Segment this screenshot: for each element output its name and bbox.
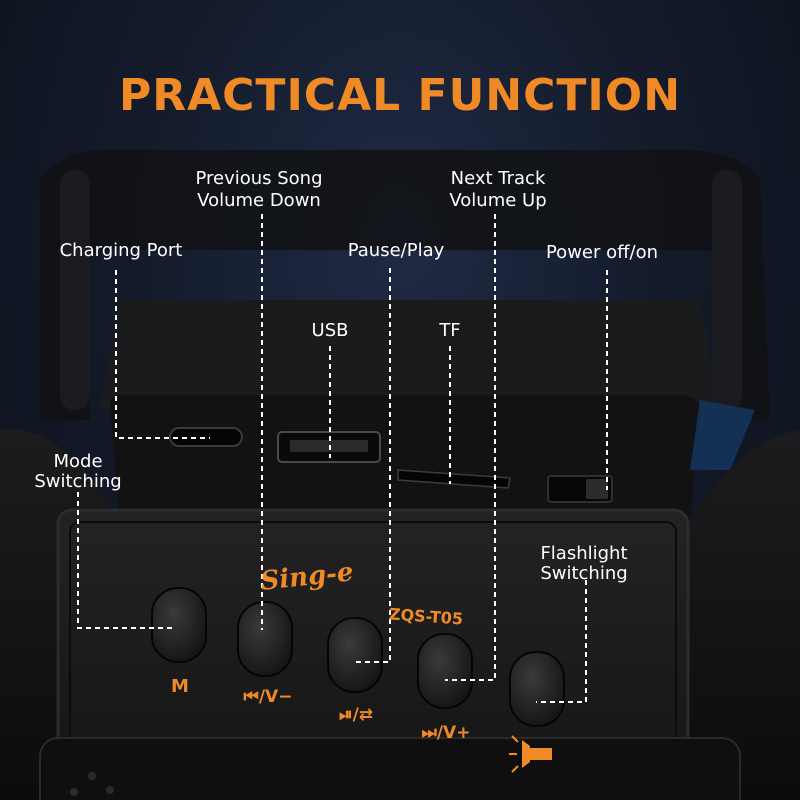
- label-pause-play: Pause/Play: [347, 240, 445, 261]
- label-charging-port: Charging Port: [59, 240, 183, 261]
- label-flashlight-switching: Flashlight Switching: [530, 544, 638, 584]
- label-flashlight-line2: Switching: [540, 563, 628, 584]
- tf-slot: [397, 469, 511, 489]
- port-panel: [110, 395, 700, 525]
- flashlight-button[interactable]: [509, 651, 565, 727]
- prev-button[interactable]: [237, 601, 293, 677]
- label-mode-line2: Switching: [34, 471, 122, 492]
- label-power: Power off/on: [545, 242, 659, 263]
- mode-button[interactable]: [151, 587, 207, 663]
- label-flashlight-line1: Flashlight: [540, 543, 628, 564]
- speaker-grille: [39, 737, 741, 800]
- play-pause-button[interactable]: [327, 617, 383, 693]
- label-usb: USB: [311, 320, 349, 341]
- mode-button-label: M: [171, 676, 189, 697]
- label-previous-song: Previous Song Volume Down: [178, 168, 340, 212]
- label-next-track: Next Track Volume Up: [432, 168, 564, 212]
- handle-grip-left: [60, 170, 90, 410]
- leader-mode: [77, 492, 176, 629]
- prev-button-label: ⏮/V−: [243, 687, 293, 707]
- handle-grip-right: [712, 170, 742, 410]
- play-button-label: ⏯/⇄: [338, 705, 374, 725]
- grille-hole: [70, 788, 78, 796]
- leader-charging-port: [115, 270, 210, 439]
- leader-flashlight: [536, 580, 587, 703]
- grille-hole: [106, 786, 114, 794]
- blue-strap: [690, 400, 755, 470]
- label-next-line2: Volume Up: [449, 190, 547, 211]
- leader-lines: [77, 214, 608, 703]
- label-next-line1: Next Track: [450, 168, 546, 189]
- handle: [40, 150, 770, 420]
- page-title: PRACTICAL FUNCTION: [118, 70, 682, 121]
- flashlight-icon: [509, 735, 552, 773]
- top-deck: [100, 300, 720, 410]
- leader-next: [445, 214, 496, 681]
- power-switch-knob: [586, 479, 608, 499]
- label-previous-line1: Previous Song: [195, 168, 323, 189]
- next-button[interactable]: [417, 633, 473, 709]
- label-previous-line2: Volume Down: [197, 190, 321, 211]
- label-mode-switching: Mode Switching: [26, 452, 130, 492]
- label-mode-line1: Mode: [53, 451, 103, 472]
- next-button-label: ⏭/V+: [421, 723, 471, 743]
- label-tf: TF: [439, 320, 461, 341]
- charging-port: [169, 427, 243, 447]
- grille-hole: [88, 772, 96, 780]
- leader-pause-play: [356, 268, 391, 663]
